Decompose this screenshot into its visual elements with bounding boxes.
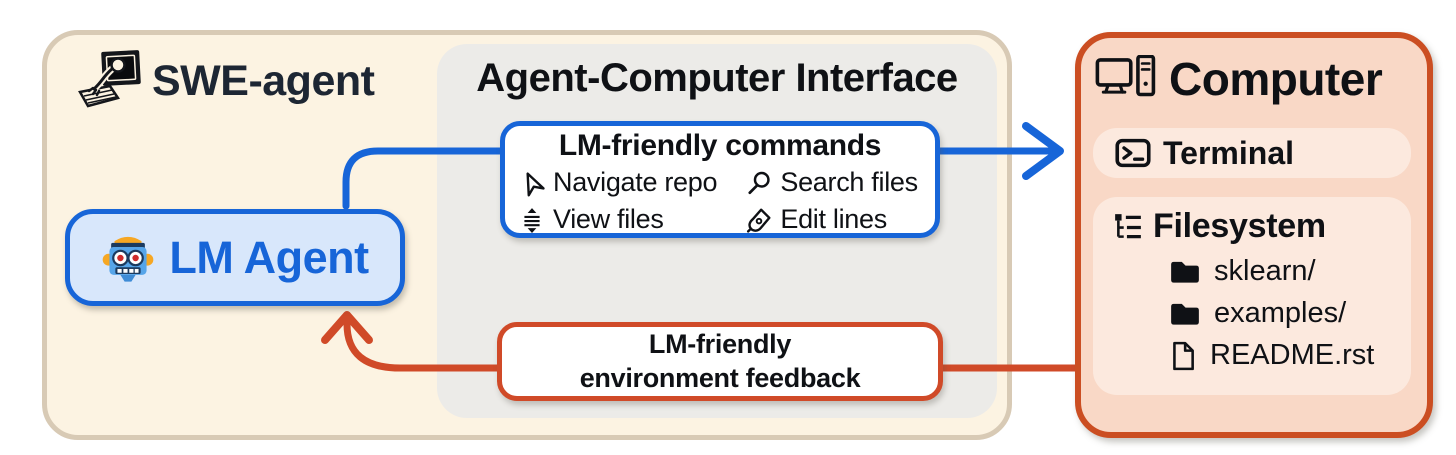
command-label: Search files <box>780 167 918 197</box>
folder-icon <box>1169 258 1201 286</box>
aci-title: Agent-Computer Interface <box>476 56 958 100</box>
lm-friendly-feedback-box: LM-friendly environment feedback <box>497 322 943 401</box>
commands-arrow <box>342 122 1064 210</box>
swe-agent-title: SWE-agent <box>152 56 375 105</box>
commands-grid: Navigate repo Search files <box>505 163 935 235</box>
robot-icon <box>101 231 155 285</box>
search-icon <box>746 170 772 196</box>
computer-title: Computer <box>1169 53 1383 105</box>
filesystem-chip: Filesystem sklearn/ examples/ <box>1093 197 1411 395</box>
filesystem-entry-label: sklearn/ <box>1214 255 1316 287</box>
command-navigate-repo: Navigate repo <box>519 167 746 198</box>
lm-agent-box: LM Agent <box>65 209 405 306</box>
filesystem-entry-readme: README.rst <box>1093 339 1411 372</box>
view-icon <box>519 207 545 233</box>
filesystem-entry-label: examples/ <box>1214 297 1347 329</box>
terminal-chip: Terminal <box>1093 128 1411 178</box>
filesystem-entry-sklearn: sklearn/ <box>1093 255 1411 288</box>
command-view-files: View files <box>519 204 746 235</box>
folder-icon <box>1169 300 1201 328</box>
command-label: View files <box>553 204 664 234</box>
filesystem-label: Filesystem <box>1153 207 1326 245</box>
computer-icon <box>1095 55 1157 103</box>
lm-friendly-commands-box: LM-friendly commands Navigate repo Sear <box>500 121 940 238</box>
file-icon <box>1169 341 1197 371</box>
filesystem-entry-label: README.rst <box>1210 339 1375 371</box>
terminal-icon <box>1115 137 1151 169</box>
filesystem-tree-icon <box>1113 212 1143 242</box>
feedback-line2: environment feedback <box>579 362 861 393</box>
swe-agent-header: SWE-agent <box>78 50 375 112</box>
swe-agent-logo-icon <box>78 50 142 112</box>
command-label: Navigate repo <box>553 167 718 197</box>
edit-icon <box>746 207 772 233</box>
feedback-arrow <box>321 311 1089 372</box>
commands-title: LM-friendly commands <box>558 129 882 162</box>
lm-agent-label: LM Agent <box>169 231 369 283</box>
command-search-files: Search files <box>746 167 925 198</box>
filesystem-entry-examples: examples/ <box>1093 297 1411 330</box>
filesystem-header: Filesystem <box>1093 207 1411 246</box>
computer-header: Computer <box>1095 52 1383 106</box>
navigate-icon <box>519 170 545 196</box>
command-edit-lines: Edit lines <box>746 204 925 235</box>
command-label: Edit lines <box>780 204 887 234</box>
feedback-line1: LM-friendly <box>648 328 792 359</box>
terminal-label: Terminal <box>1163 134 1294 171</box>
